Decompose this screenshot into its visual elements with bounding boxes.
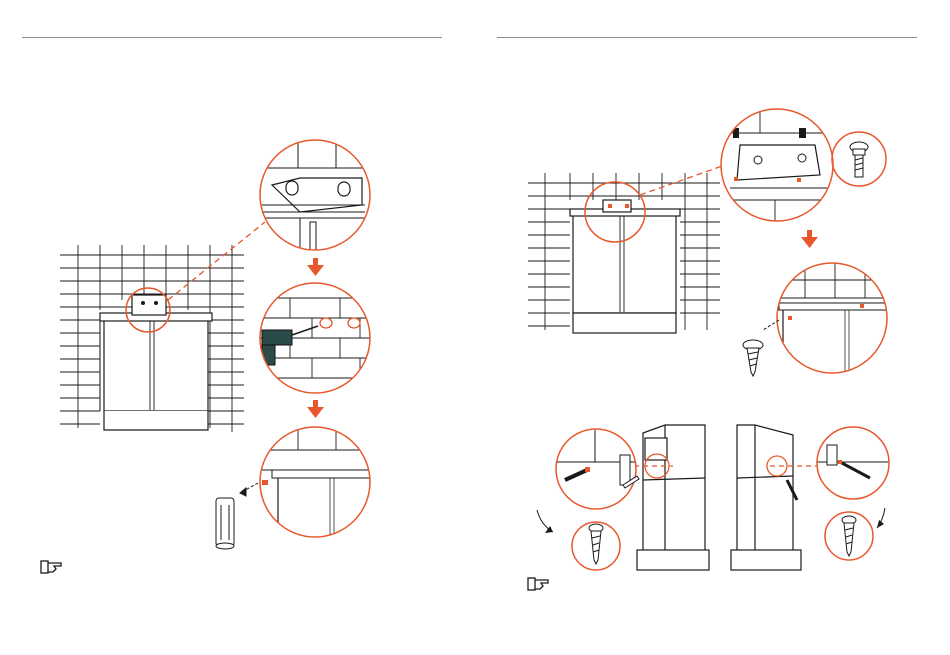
left-page: [0, 0, 475, 655]
cabinet-side-left: [637, 425, 709, 570]
pointing-hand-icon: [40, 560, 64, 574]
arrow-down-right: [801, 230, 818, 248]
arrow-down-1: [307, 258, 324, 276]
right-illustration: [475, 0, 950, 655]
arrow-down-2: [307, 400, 324, 418]
screw-icon-right: [842, 516, 856, 556]
screw-icon-left: [589, 524, 603, 564]
detail-anchor: [255, 425, 380, 545]
screw-icon: [743, 320, 779, 376]
right-page: [475, 0, 950, 655]
bolt-icon: [850, 142, 868, 177]
cabinet-side-right: [731, 425, 801, 570]
leader-line: [168, 222, 265, 300]
pointing-hand-icon: [527, 577, 551, 591]
detail-bracket: [255, 135, 380, 260]
leader-line-right: [640, 165, 725, 195]
detail-drill: [255, 280, 380, 400]
anchor-plug-icon: [216, 483, 258, 549]
battery-cabinet: [100, 295, 212, 430]
left-illustration: [0, 0, 475, 655]
